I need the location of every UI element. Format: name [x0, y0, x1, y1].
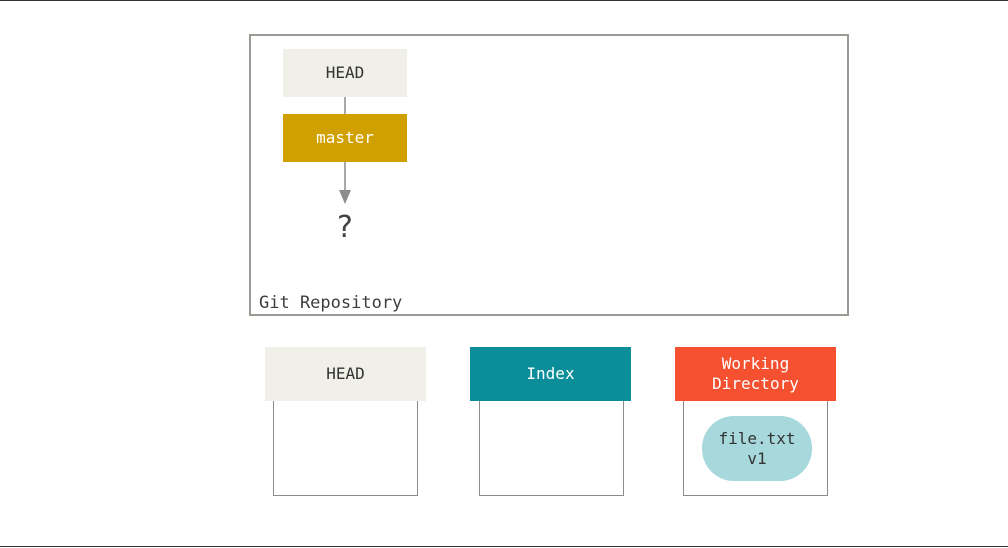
index-area-header: Index: [470, 347, 631, 401]
unknown-commit: ?: [337, 210, 353, 245]
file-name: file.txt: [718, 428, 796, 448]
working-directory-area-header: Working Directory: [675, 347, 836, 401]
repo-head-ref: HEAD: [283, 49, 407, 97]
bottom-rule: [0, 546, 1008, 547]
git-repository-box: Git Repository: [249, 34, 849, 316]
repo-master-branch: master: [283, 114, 407, 162]
head-area-box: [273, 400, 418, 496]
top-rule: [0, 0, 1008, 1]
git-repository-label: Git Repository: [259, 293, 403, 313]
working-directory-area-box: [683, 400, 828, 496]
file-version: v1: [747, 448, 767, 468]
head-area-header: HEAD: [265, 347, 426, 401]
arrow-head-icon: [339, 190, 351, 204]
index-area-box: [479, 400, 624, 496]
file-blob: file.txt v1: [702, 416, 812, 481]
